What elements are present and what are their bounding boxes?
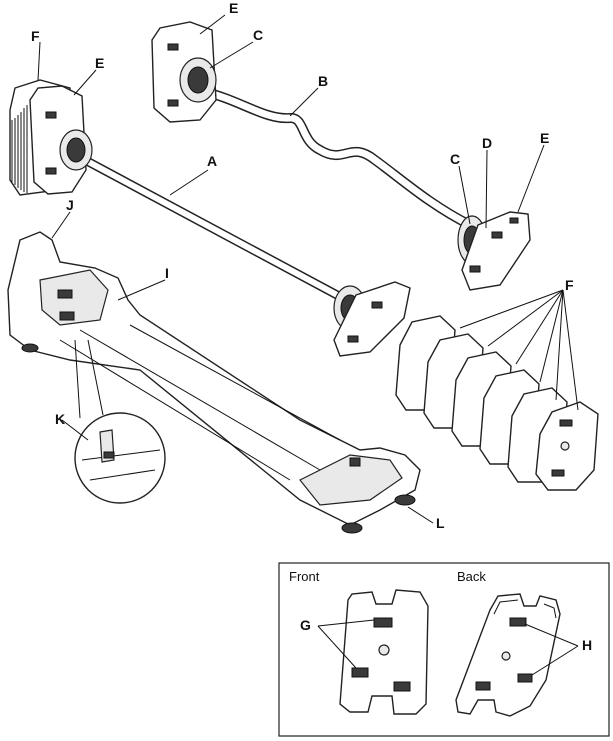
label-h: H (582, 637, 592, 653)
inset-front-label: Front (289, 569, 320, 584)
label-k: K (55, 411, 65, 427)
inset-back-label: Back (457, 569, 486, 584)
label-e-upper: E (229, 0, 238, 16)
label-c-upper: C (253, 27, 263, 43)
label-b: B (318, 73, 328, 89)
label-d: D (482, 135, 492, 151)
front-plate (340, 590, 428, 714)
label-i: I (165, 265, 169, 281)
base-stand (8, 232, 420, 533)
label-g: G (300, 617, 311, 633)
straight-bar-right-plate (334, 282, 410, 356)
left-plate-stack (10, 80, 92, 195)
label-l: L (436, 515, 445, 531)
curl-bar (205, 92, 470, 225)
plates-f-group (396, 316, 598, 490)
curl-bar-left-plate (152, 22, 216, 122)
label-f-right: F (565, 277, 574, 293)
label-a: A (207, 153, 217, 169)
straight-bar (85, 160, 352, 303)
label-c-right: C (450, 151, 460, 167)
label-j: J (66, 197, 74, 213)
curl-bar-right-plate (458, 212, 530, 290)
label-e-left: E (95, 55, 104, 71)
inset-box: Front Back G H (279, 563, 609, 736)
label-e-right: E (540, 130, 549, 146)
label-f-left: F (31, 28, 40, 44)
